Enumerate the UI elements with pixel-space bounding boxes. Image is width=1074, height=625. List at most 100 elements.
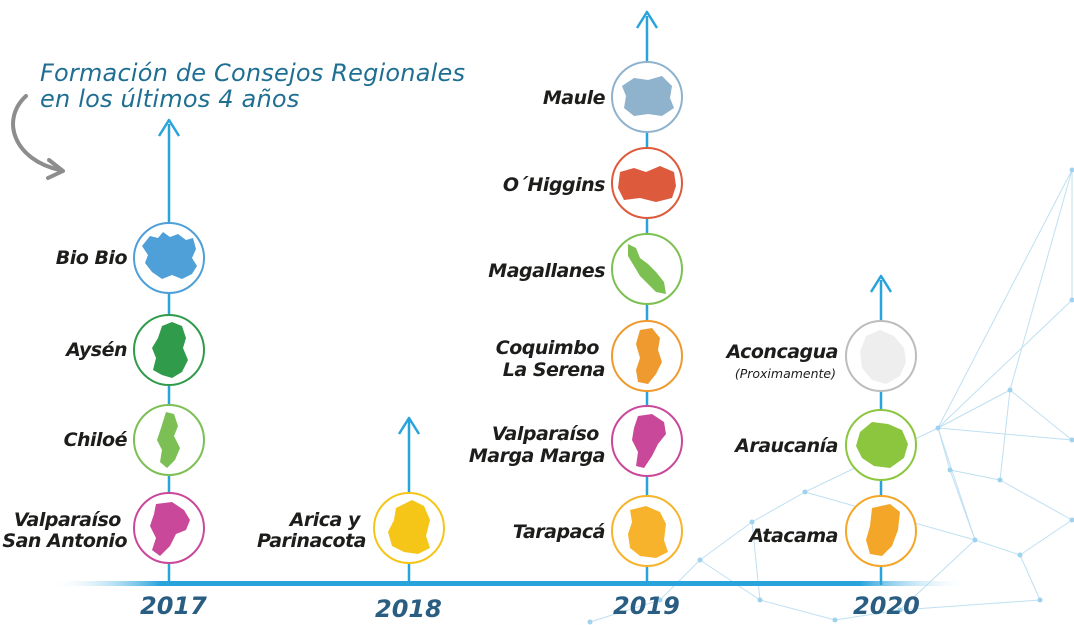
year-labels: 2017 2018 2019 2020: [140, 592, 920, 623]
network-line: [751, 521, 761, 601]
region-label: O´Higgins: [503, 174, 605, 196]
valparaiso-san-antonio-map-icon: [150, 502, 190, 556]
region-arica-parinacota: Arica y Parinacota: [257, 492, 445, 564]
network-node: [947, 467, 953, 473]
network-node: [1069, 437, 1074, 443]
network-line: [751, 491, 806, 523]
chiloe-map-icon: [157, 412, 180, 468]
region-bio-bio: Bio Bio: [56, 222, 205, 294]
network-line: [1019, 554, 1041, 601]
magallanes-map-icon: [628, 244, 666, 294]
network-line: [759, 599, 836, 621]
arica-parinacota-map-icon: [388, 500, 430, 554]
network-line: [1009, 169, 1073, 391]
region-valparaiso-marga-marga: Valparaíso Marga Marga: [469, 405, 683, 477]
network-node: [1069, 167, 1074, 173]
region-label: Valparaíso San Antonio: [2, 509, 127, 552]
curved-arrow-icon: [11, 94, 65, 180]
network-line: [699, 521, 753, 561]
maule-map-icon: [622, 76, 674, 116]
region-magallanes: Magallanes: [488, 233, 683, 305]
network-line: [937, 169, 1073, 429]
region-label: Coquimbo La Serena: [496, 337, 605, 381]
network-line: [999, 389, 1011, 481]
ohiggins-map-icon: [618, 166, 676, 202]
region-aconcagua: Aconcagua (Proximamente): [725, 320, 917, 392]
region-label: Magallanes: [488, 260, 605, 282]
network-node: [757, 597, 763, 603]
year-label-2020: 2020: [853, 592, 920, 620]
region-araucania: Araucanía: [733, 409, 917, 481]
region-aysen: Aysén: [64, 314, 205, 386]
aconcagua-map-icon: [860, 330, 906, 384]
coquimbo-la-serena-map-icon: [636, 328, 662, 384]
region-tarapaca: Tarapacá: [513, 495, 683, 567]
column-2017: Bio Bio Aysén Chiloé Valparaíso San Anto…: [2, 118, 205, 585]
region-label: Atacama: [747, 525, 838, 547]
network-line: [937, 299, 1073, 429]
network-node: [935, 425, 941, 431]
region-ohiggins: O´Higgins: [503, 147, 683, 219]
network-node: [749, 519, 755, 525]
region-label: Aconcagua: [725, 341, 839, 363]
column-2019: Maule O´Higgins Magallanes Coquimbo La S…: [469, 10, 683, 585]
network-node: [997, 477, 1003, 483]
region-label: Aysén: [64, 339, 127, 361]
network-line: [659, 559, 701, 601]
year-label-2019: 2019: [613, 592, 680, 620]
network-node: [1069, 517, 1074, 523]
network-line: [937, 389, 1011, 429]
region-maule: Maule: [543, 61, 683, 133]
network-node: [657, 597, 663, 603]
network-node: [1037, 597, 1043, 603]
network-node: [832, 617, 838, 623]
network-line: [699, 559, 761, 601]
network-line: [589, 599, 661, 623]
region-atacama: Atacama: [747, 495, 917, 567]
title-line-1: Formación de Consejos Regionales: [40, 59, 465, 87]
region-label: Valparaíso Marga Marga: [469, 423, 605, 467]
network-line: [1019, 519, 1073, 556]
network-line: [949, 469, 1001, 481]
region-label: Araucanía: [733, 435, 838, 457]
time-axis: [50, 581, 970, 586]
network-line: [899, 599, 1041, 611]
network-node: [697, 557, 703, 563]
network-line: [834, 609, 901, 621]
valparaiso-marga-marga-map-icon: [632, 414, 666, 468]
region-note: (Proximamente): [735, 366, 836, 381]
network-node: [1017, 552, 1023, 558]
region-chiloe: Chiloé: [64, 404, 205, 476]
region-label: Chiloé: [64, 429, 128, 451]
region-label: Maule: [543, 87, 606, 109]
title-line-2: en los últimos 4 años: [40, 85, 299, 113]
network-node: [897, 607, 903, 613]
network-line: [974, 539, 1021, 556]
year-label-2018: 2018: [375, 595, 442, 623]
column-2018: Arica y Parinacota: [257, 416, 445, 585]
network-node: [972, 537, 978, 543]
araucania-map-icon: [856, 422, 908, 468]
column-2020: Aconcagua (Proximamente) Araucanía Ataca…: [725, 274, 917, 585]
atacama-map-icon: [866, 504, 900, 556]
diagram-title: Formación de Consejos Regionales en los …: [40, 59, 465, 113]
aysen-map-icon: [152, 322, 188, 378]
region-label: Arica y Parinacota: [257, 509, 366, 552]
network-line: [999, 479, 1073, 521]
network-node: [1069, 297, 1074, 303]
year-label-2017: 2017: [140, 592, 207, 620]
region-coquimbo-la-serena: Coquimbo La Serena: [496, 320, 683, 392]
region-label: Tarapacá: [513, 521, 605, 543]
network-node: [802, 489, 808, 495]
bio-bio-map-icon: [142, 232, 197, 279]
tarapaca-map-icon: [628, 506, 668, 558]
network-line: [949, 469, 976, 541]
network-line: [937, 427, 951, 471]
network-node: [1007, 387, 1013, 393]
network-node: [587, 619, 593, 625]
region-valparaiso-san-antonio: Valparaíso San Antonio: [2, 492, 205, 564]
network-line: [899, 539, 976, 611]
region-label: Bio Bio: [56, 247, 128, 269]
network-line: [1009, 389, 1073, 441]
